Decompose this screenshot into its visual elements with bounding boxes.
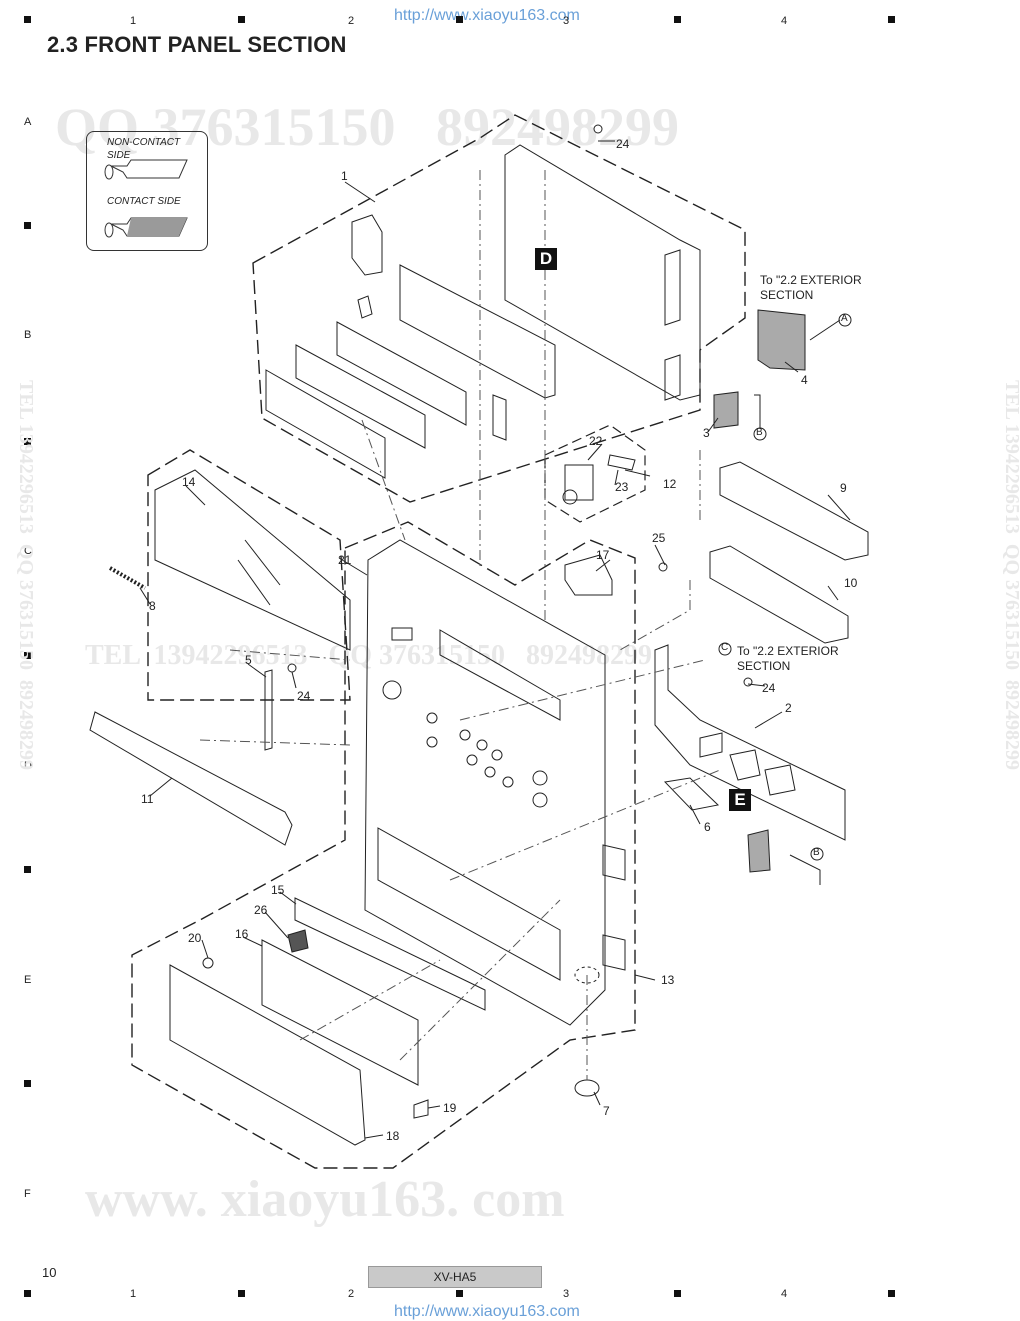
source-url-bottom[interactable]: http://www.xiaoyu163.com	[394, 1303, 580, 1320]
group-outline-front-panel	[131, 521, 636, 1169]
part-label-19: 19	[443, 1101, 457, 1115]
part-label-15: 15	[271, 883, 285, 897]
part-label-6: 6	[704, 820, 711, 834]
frame-marker	[24, 222, 31, 229]
frame-marker	[24, 1080, 31, 1087]
part-label-24: 24	[616, 137, 630, 151]
board-e	[654, 644, 846, 841]
part-label-25: 25	[652, 531, 666, 545]
part-label-3: 3	[703, 426, 710, 440]
connector-b-lower: B	[813, 847, 820, 858]
row-letter-a: A	[24, 116, 32, 128]
panel-18	[169, 964, 366, 1146]
part-label-26: 26	[254, 903, 268, 917]
part-label-2: 2	[785, 701, 792, 715]
frame-marker	[456, 1290, 463, 1297]
part-label-11: 11	[141, 792, 154, 806]
row-letter-d: D	[24, 760, 32, 772]
part-label-24-c: 24	[762, 681, 776, 695]
part-label-13: 13	[661, 973, 675, 987]
board-e-label: E	[729, 789, 751, 811]
part-label-7: 7	[603, 1104, 610, 1118]
legend-box: NON-CONTACT SIDE CONTACT SIDE	[86, 131, 208, 251]
frame-marker	[24, 1290, 31, 1297]
column-number-1: 1	[130, 15, 137, 27]
bar-11	[89, 711, 293, 846]
frame-marker	[888, 16, 895, 23]
row-letter-c: C	[24, 545, 32, 557]
board-d-label: D	[535, 248, 557, 270]
frame-marker	[24, 866, 31, 873]
board-d	[504, 144, 701, 401]
legend-non-contact-label: NON-CONTACT SIDE	[107, 137, 181, 161]
button-row-9	[719, 461, 869, 561]
part-label-14: 14	[182, 475, 196, 489]
watermark-side-left: TEL 13942296513 QQ 376315150 892498299	[15, 380, 37, 771]
exterior-note-a: To "2.2 EXTERIOR SECTION	[760, 273, 862, 302]
row-letter-b: B	[24, 329, 32, 341]
frame-marker	[24, 16, 31, 23]
part-label-4: 4	[801, 373, 808, 387]
part-label-12: 12	[663, 477, 677, 491]
frame-marker	[888, 1290, 895, 1297]
row-letter-e: E	[24, 974, 32, 986]
row-letter-f: F	[24, 1188, 31, 1200]
connector-b: B	[756, 427, 763, 438]
column-number-1-bottom: 1	[130, 1288, 137, 1300]
column-number-2: 2	[348, 15, 355, 27]
column-number-4: 4	[781, 15, 788, 27]
frame-marker	[674, 16, 681, 23]
page-title: 2.3 FRONT PANEL SECTION	[47, 32, 347, 57]
part-label-10: 10	[844, 576, 858, 590]
connector-a: A	[841, 313, 848, 324]
display-holder	[399, 264, 556, 399]
frame-marker	[238, 1290, 245, 1297]
part-label-18: 18	[386, 1129, 400, 1143]
frame-marker	[24, 652, 31, 659]
part-label-1: 1	[341, 169, 348, 183]
part-label-17: 17	[596, 548, 610, 562]
panel-16	[261, 939, 419, 1086]
part-label-23: 23	[615, 480, 629, 494]
legend-contact-label: CONTACT SIDE	[107, 196, 181, 207]
watermark-side-right: TEL 13942296513 QQ 376315150 892498299	[1001, 380, 1020, 771]
part-label-8: 8	[149, 599, 156, 613]
frame-marker	[456, 16, 463, 23]
column-number-3: 3	[563, 15, 570, 27]
part-label-24-b: 24	[297, 689, 311, 703]
frame-marker	[24, 438, 31, 445]
part-label-22: 22	[589, 434, 603, 448]
watermark-qq: QQ 376315150 892498299	[55, 97, 680, 157]
part-label-5: 5	[245, 653, 252, 667]
group-outline-part-12	[544, 424, 646, 523]
column-number-4-bottom: 4	[781, 1288, 788, 1300]
front-panel-21	[364, 539, 606, 1026]
model-name: XV-HA5	[368, 1266, 542, 1288]
frame-marker	[238, 16, 245, 23]
legend-symbols	[104, 159, 188, 238]
group-outline-display-assy	[252, 114, 746, 503]
watermark-site: www. xiaoyu163. com	[85, 1171, 565, 1228]
button-row-10	[709, 545, 849, 644]
part-label-9: 9	[840, 481, 847, 495]
connector-c: C	[721, 642, 729, 653]
page-number: 10	[42, 1265, 57, 1280]
column-number-3-bottom: 3	[563, 1288, 570, 1300]
part-label-21: 21	[338, 553, 352, 567]
source-url-top[interactable]: http://www.xiaoyu163.com	[394, 7, 580, 24]
part-label-20: 20	[188, 931, 202, 945]
part-label-16: 16	[235, 927, 249, 941]
frame-marker	[674, 1290, 681, 1297]
column-number-2-bottom: 2	[348, 1288, 355, 1300]
exterior-note-c: To "2.2 EXTERIOR SECTION	[737, 644, 839, 673]
